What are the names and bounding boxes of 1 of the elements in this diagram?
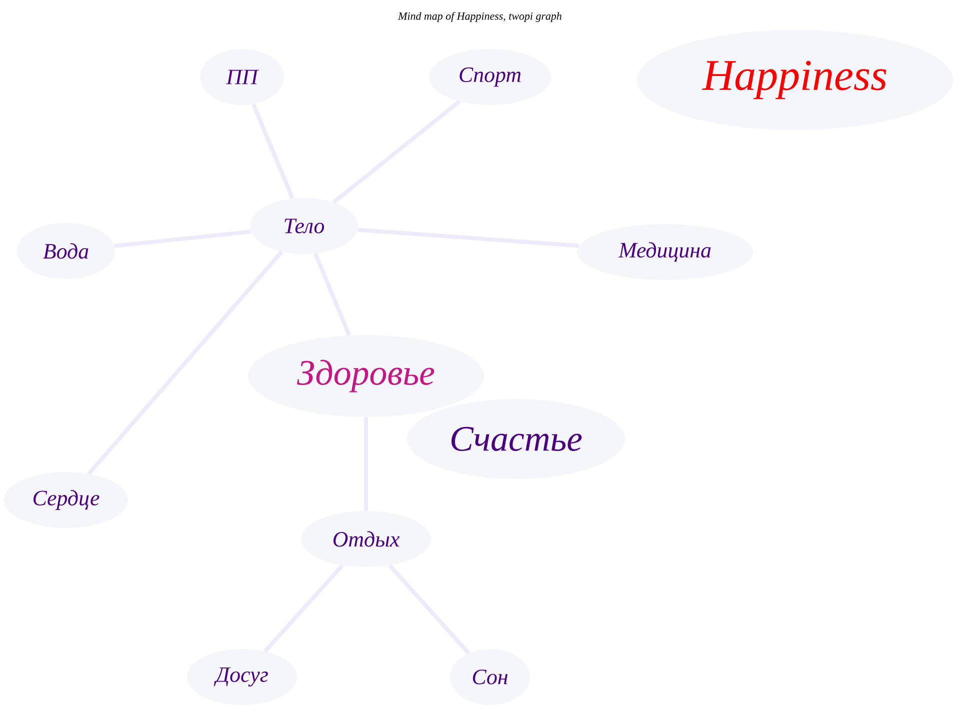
graph-title: Mind map of Happiness, twopi graph [398, 12, 562, 22]
